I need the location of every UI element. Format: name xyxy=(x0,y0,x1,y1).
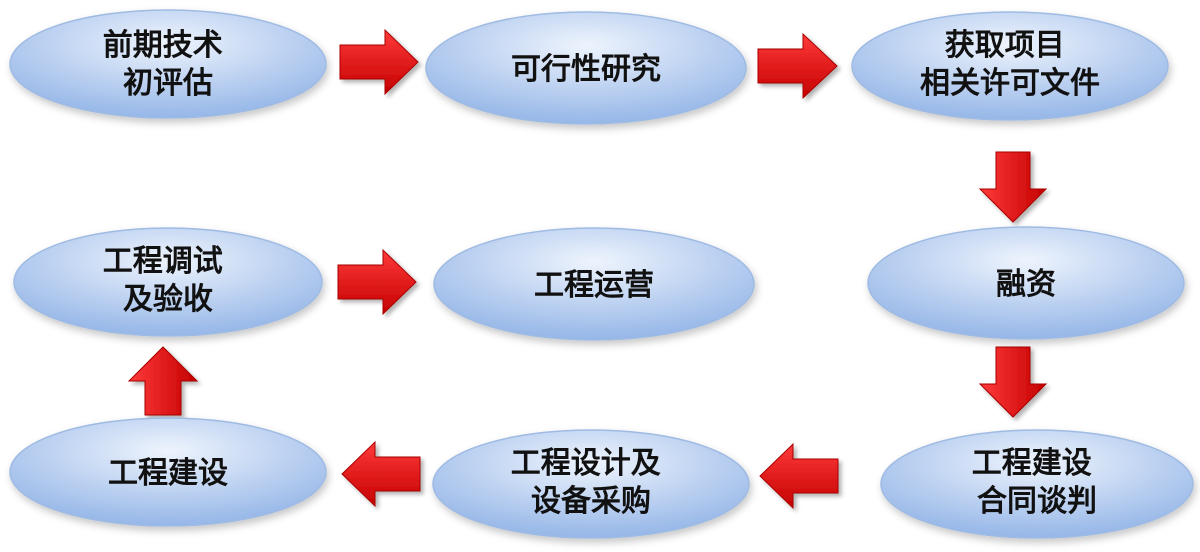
svg-text:工程设计及 设备采购: 工程设计及 设备采购 xyxy=(511,446,671,519)
svg-text:获取项目 相关许可文件: 获取项目 相关许可文件 xyxy=(920,28,1100,101)
node-commissioning: 工程调试 及验收 xyxy=(13,227,323,337)
node-label-line: 前期技术 xyxy=(103,28,223,63)
node-label-line: 设备采购 xyxy=(531,484,651,519)
node-label-line: 工程设计及 xyxy=(511,446,661,481)
node-feasibility-study: 可行性研究 xyxy=(425,11,747,125)
arrow-early-assessment-to-feasibility-study xyxy=(339,28,419,96)
node-contract-negotiation: 工程建设 合同谈判 xyxy=(880,429,1194,539)
node-label-line: 工程建设 xyxy=(108,456,228,491)
node-label-line: 初评估 xyxy=(123,66,213,101)
node-label-line: 工程调试 xyxy=(103,244,223,279)
node-label-line: 工程运营 xyxy=(534,268,654,303)
node-early-assessment: 前期技术 初评估 xyxy=(9,9,327,119)
svg-text:工程调试 及验收: 工程调试 及验收 xyxy=(103,244,233,317)
arrow-commissioning-to-operation xyxy=(337,248,417,316)
node-construction: 工程建设 xyxy=(9,417,327,527)
svg-text:工程建设: 工程建设 xyxy=(108,456,228,491)
node-label-line: 相关许可文件 xyxy=(920,66,1100,101)
node-label-line: 工程建设 xyxy=(972,446,1092,481)
arrow-feasibility-study-to-permits xyxy=(757,32,838,100)
svg-text:前期技术 初评估: 前期技术 初评估 xyxy=(103,28,233,101)
svg-text:工程建设 合同谈判: 工程建设 合同谈判 xyxy=(972,446,1102,519)
node-permits: 获取项目 相关许可文件 xyxy=(851,11,1169,121)
arrow-permits-to-financing xyxy=(978,151,1048,223)
arrows xyxy=(127,28,1048,510)
node-operation: 工程运营 xyxy=(433,227,755,341)
node-label-line: 及验收 xyxy=(123,282,213,317)
node-financing: 融资 xyxy=(867,226,1185,340)
node-label-line: 融资 xyxy=(996,267,1056,302)
node-label-line: 获取项目 xyxy=(945,28,1065,63)
nodes: 前期技术 初评估 可行性研究 获取项目 相关许可文件 融资 xyxy=(9,9,1194,539)
arrow-financing-to-contract-negotiation xyxy=(978,346,1048,418)
node-label-line: 合同谈判 xyxy=(977,484,1097,519)
svg-text:工程运营: 工程运营 xyxy=(534,268,654,303)
node-label-line: 可行性研究 xyxy=(511,52,661,87)
arrow-contract-negotiation-to-design-procurement xyxy=(759,442,839,510)
svg-text:融资: 融资 xyxy=(996,267,1056,302)
arrow-design-procurement-to-construction xyxy=(341,440,421,508)
svg-text:可行性研究: 可行性研究 xyxy=(511,52,661,87)
arrow-construction-to-commissioning xyxy=(127,346,199,416)
node-design-procurement: 工程设计及 设备采购 xyxy=(432,429,750,539)
